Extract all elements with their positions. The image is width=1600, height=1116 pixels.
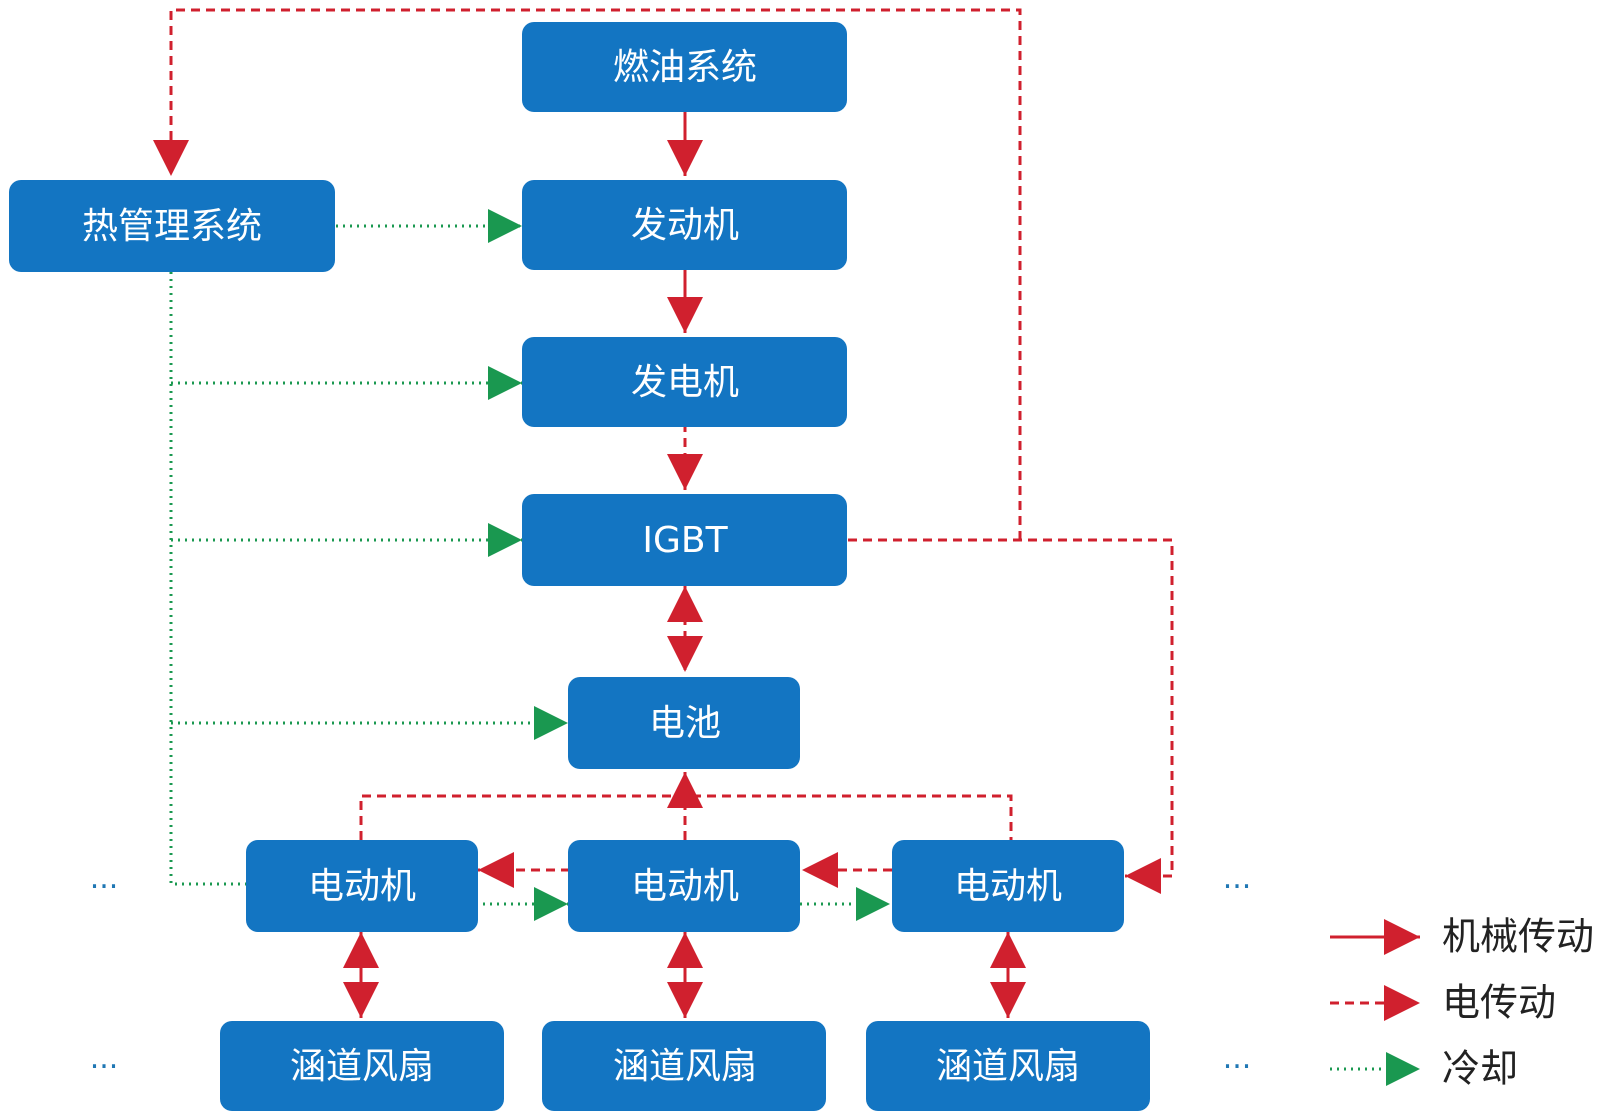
connections [153,8,1174,1018]
node-motor-right: 电动机 [892,840,1124,932]
legend-mechanical: 机械传动 [1330,915,1594,959]
svg-text:涵道风扇: 涵道风扇 [613,1046,757,1087]
svg-text:涵道风扇: 涵道风扇 [290,1046,434,1087]
svg-text:IGBT: IGBT [642,520,728,561]
cool-trunk [169,272,246,886]
ellipsis-right-motors: ··· [1223,870,1252,905]
ellipsis-right-fans: ··· [1223,1050,1252,1085]
node-battery: 电池 [568,677,800,769]
svg-text:电动机: 电动机 [308,866,416,907]
legend-electric: 电传动 [1330,981,1556,1025]
svg-text:发动机: 发动机 [631,205,739,246]
node-fuel-system: 燃油系统 [522,22,847,112]
svg-text:涵道风扇: 涵道风扇 [936,1046,1080,1087]
ellipsis-left-motors: ··· [90,870,119,905]
svg-text:发电机: 发电机 [631,362,739,403]
link-igbt-thermal-loop [153,8,1022,540]
node-fan-right: 涵道风扇 [866,1021,1150,1111]
svg-text:热管理系统: 热管理系统 [82,206,262,247]
link-igbt-motor-right [848,538,1174,894]
legend-electric-label: 电传动 [1442,981,1556,1025]
node-igbt: IGBT [522,494,847,586]
node-fan-left: 涵道风扇 [220,1021,504,1111]
svg-text:电池: 电池 [649,703,721,744]
node-generator: 发电机 [522,337,847,427]
ellipsis-left-fans: ··· [90,1050,119,1085]
node-motor-left: 电动机 [246,840,478,932]
legend: 机械传动 电传动 冷却 [1330,915,1594,1091]
node-engine: 发动机 [522,180,847,270]
svg-text:燃油系统: 燃油系统 [613,47,757,88]
svg-text:电动机: 电动机 [954,866,1062,907]
legend-cooling: 冷却 [1330,1047,1518,1091]
node-motor-mid: 电动机 [568,840,800,932]
svg-text:电动机: 电动机 [631,866,739,907]
legend-mechanical-label: 机械传动 [1442,915,1594,959]
node-fan-mid: 涵道风扇 [542,1021,826,1111]
legend-cooling-label: 冷却 [1442,1047,1518,1091]
node-thermal-management: 热管理系统 [9,180,335,272]
